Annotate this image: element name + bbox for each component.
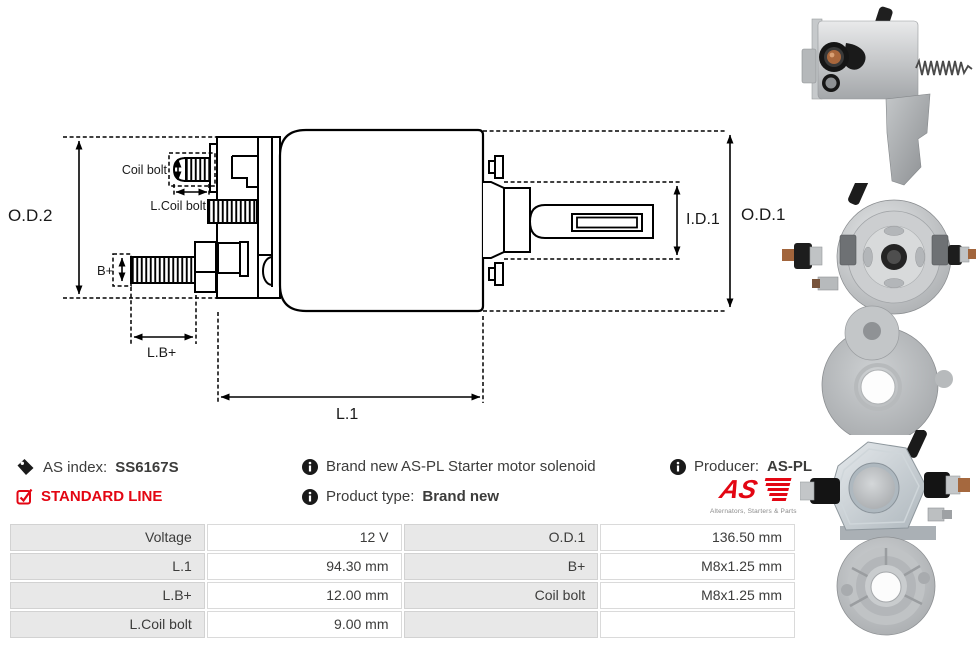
standard-line-row: STANDARD LINE xyxy=(16,488,162,505)
description-row: Brand new AS-PL Starter motor solenoid xyxy=(302,458,596,475)
as-pl-logo: AS Alternators, Starters & Parts xyxy=(710,474,797,515)
dim-label-coil-bolt: Coil bolt xyxy=(122,163,168,177)
producer-label: Producer: xyxy=(694,458,760,475)
spec-label: B+ xyxy=(403,553,599,580)
spec-value: 136.50 mm xyxy=(600,524,795,551)
spec-value: 12.00 mm xyxy=(206,582,402,609)
copper-terminal xyxy=(958,478,970,492)
info-icon xyxy=(302,458,318,475)
spec-label: Voltage xyxy=(10,524,205,551)
as-pl-logo-mark: AS xyxy=(716,474,792,504)
dim-label-od1: O.D.1 xyxy=(741,205,785,224)
wire-lead xyxy=(848,183,869,205)
spec-value: M8x1.25 mm xyxy=(600,582,795,609)
spec-label: L.1 xyxy=(10,553,205,580)
product-photo-front-view[interactable] xyxy=(800,430,976,647)
spec-label: L.B+ xyxy=(10,582,205,609)
technical-drawing: O.D.2 Coil bolt L.Coil bolt B+ xyxy=(8,128,785,423)
dim-label-id1: I.D.1 xyxy=(686,211,720,228)
dim-label-b-plus: B+ xyxy=(97,263,113,278)
spec-value: 9.00 mm xyxy=(206,611,402,638)
shaft-hole xyxy=(870,571,902,603)
coil-bolt-stud xyxy=(184,157,211,182)
info-icon xyxy=(670,458,686,475)
spec-value: M8x1.25 mm xyxy=(600,553,795,580)
rubber-cap xyxy=(905,430,927,458)
spec-label: O.D.1 xyxy=(403,524,599,551)
tag-icon xyxy=(16,458,35,476)
coil-terminal xyxy=(207,199,258,224)
dim-label-od2: O.D.2 xyxy=(8,206,52,225)
solenoid-housing xyxy=(817,20,919,100)
spec-label: L.Coil bolt xyxy=(10,611,205,638)
product-type-value: Brand new xyxy=(422,488,500,505)
dim-label-l-coil-bolt: L.Coil bolt xyxy=(150,199,206,213)
spec-value xyxy=(600,611,795,638)
info-icon xyxy=(302,488,318,505)
as-index-value: SS6167S xyxy=(115,458,179,476)
spec-label: Coil bolt xyxy=(403,582,599,609)
standard-line-label: STANDARD LINE xyxy=(41,488,163,505)
as-index-label: AS index: xyxy=(43,458,108,476)
copper-terminal xyxy=(782,249,796,261)
product-photo-side-view[interactable] xyxy=(790,5,976,187)
b-plus-stud xyxy=(130,256,196,284)
producer-value: AS-PL xyxy=(767,458,813,475)
as-pl-logo-tagline: Alternators, Starters & Parts xyxy=(710,508,797,515)
solenoid-body-outline xyxy=(278,128,485,313)
producer-row: Producer: AS-PL xyxy=(670,458,812,475)
as-index-row: AS index: SS6167S xyxy=(16,458,179,476)
dim-label-lb-plus: L.B+ xyxy=(147,344,176,360)
product-photo-rear-view[interactable] xyxy=(782,183,976,435)
return-spring xyxy=(915,58,973,76)
svg-text:AS: AS xyxy=(716,476,761,502)
spec-label xyxy=(403,611,599,638)
spec-value: 12 V xyxy=(206,524,402,551)
checkbox-checked-icon xyxy=(16,488,33,505)
product-description: Brand new AS-PL Starter motor solenoid xyxy=(326,458,596,475)
copper-terminal xyxy=(827,50,841,64)
dim-label-l1: L.1 xyxy=(336,406,358,423)
spec-table: Voltage 12 V O.D.1 136.50 mm L.1 94.30 m… xyxy=(10,524,795,638)
mounting-bracket-arm xyxy=(885,93,931,186)
product-type-row: Product type: Brand new xyxy=(302,488,499,505)
spec-value: 94.30 mm xyxy=(206,553,402,580)
product-type-label: Product type: xyxy=(326,488,415,505)
shaft-hole xyxy=(860,369,896,405)
